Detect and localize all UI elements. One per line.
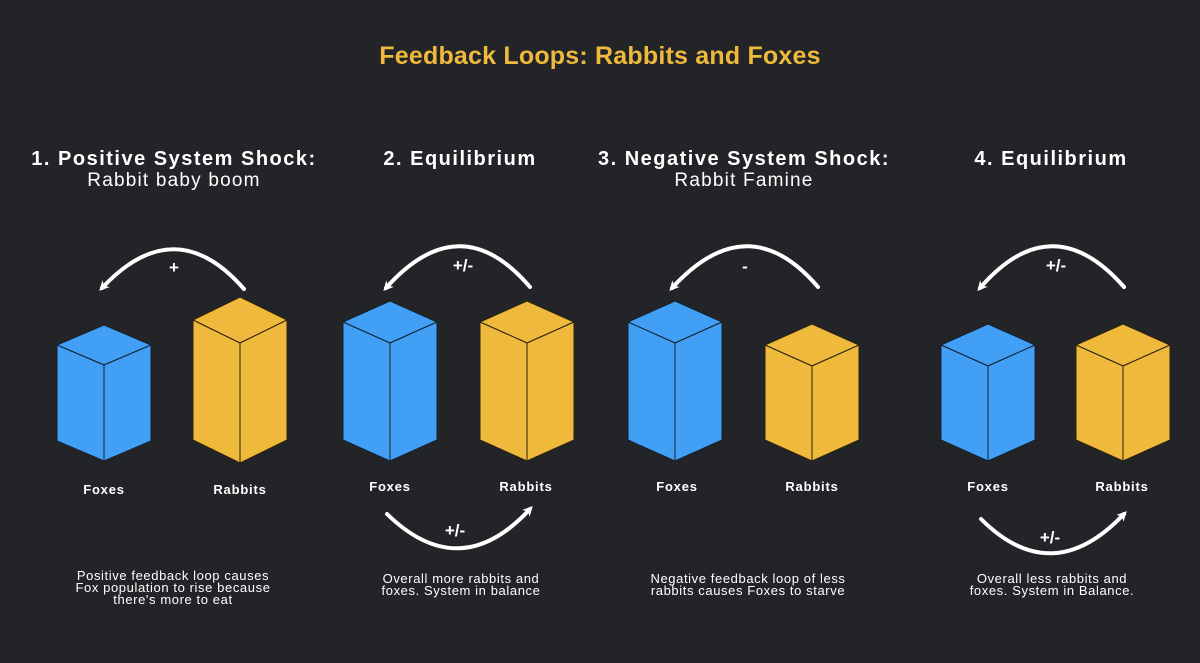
panel-1-diagram: +: [55, 247, 289, 464]
panel-3-top-sign: -: [742, 257, 748, 276]
panel-4-title: 4. Equilibrium: [974, 148, 1128, 170]
panel-2-rabbits-label: Rabbits: [499, 479, 553, 494]
panel-3-rabbits-label: Rabbits: [785, 479, 839, 494]
panel-4-heading: 4. Equilibrium: [891, 148, 1200, 170]
panel-2-foxes-label: Foxes: [369, 479, 411, 494]
panel-1-title: 1. Positive System Shock:: [31, 148, 317, 170]
panel-2-top-arrow: [383, 244, 532, 291]
panel-4-bottom-arrow: [979, 511, 1127, 556]
panel-3-heading: 3. Negative System Shock: Rabbit Famine: [584, 148, 904, 192]
panel-2-bottom-sign: +/-: [445, 521, 465, 540]
panel-3-subtitle: Rabbit Famine: [674, 170, 814, 191]
panel-1-heading: 1. Positive System Shock: Rabbit baby bo…: [14, 148, 334, 192]
panel-3-foxes-label: Foxes: [656, 479, 698, 494]
panel-3-top-arrow: [669, 244, 820, 291]
panel-1-caption: Positive feedback loop causes Fox popula…: [75, 568, 271, 607]
panel-4-top-sign: +/-: [1046, 256, 1066, 275]
panel-4-foxes-label: Foxes: [967, 479, 1009, 494]
panel-2-bottom-arrow: [385, 506, 533, 551]
panel-3-title: 3. Negative System Shock:: [597, 148, 891, 170]
panel-1-top-arrow: [99, 247, 246, 291]
panel-1-top-sign: +: [169, 258, 179, 277]
panel-1-rabbits-block: [191, 296, 289, 464]
panel-2-rabbits-block: [478, 300, 576, 462]
panel-2-top-sign: +/-: [453, 256, 473, 275]
panel-4-bottom-sign: +/-: [1040, 528, 1060, 547]
panel-4-rabbits-block: [1074, 323, 1172, 462]
panel-2-caption: Overall more rabbits and foxes. System i…: [381, 571, 541, 598]
panel-4-foxes-block: [939, 323, 1037, 462]
panel-2-heading: 2. Equilibrium: [300, 148, 620, 170]
panel-3-diagram: -: [626, 244, 861, 462]
panel-1-foxes-block: [55, 324, 153, 462]
panel-1-foxes-label: Foxes: [83, 482, 125, 497]
panel-2-title: 2. Equilibrium: [383, 148, 537, 170]
panel-1-subtitle: Rabbit baby boom: [87, 170, 261, 191]
page-title: Feedback Loops: Rabbits and Foxes: [379, 42, 821, 70]
panel-4-caption: Overall less rabbits and foxes. System i…: [969, 571, 1135, 598]
panel-1-rabbits-label: Rabbits: [213, 482, 267, 497]
panel-3-caption: Negative feedback loop of less rabbits c…: [650, 571, 846, 598]
panel-4-rabbits-label: Rabbits: [1095, 479, 1149, 494]
panel-3-foxes-block: [626, 300, 724, 462]
panel-2-diagram: +/- +/-: [341, 244, 576, 551]
panel-2-foxes-block: [341, 300, 439, 462]
panel-3-rabbits-block: [763, 323, 861, 462]
panel-4-top-arrow: [977, 244, 1126, 292]
panel-4-diagram: +/- +/-: [939, 244, 1172, 556]
